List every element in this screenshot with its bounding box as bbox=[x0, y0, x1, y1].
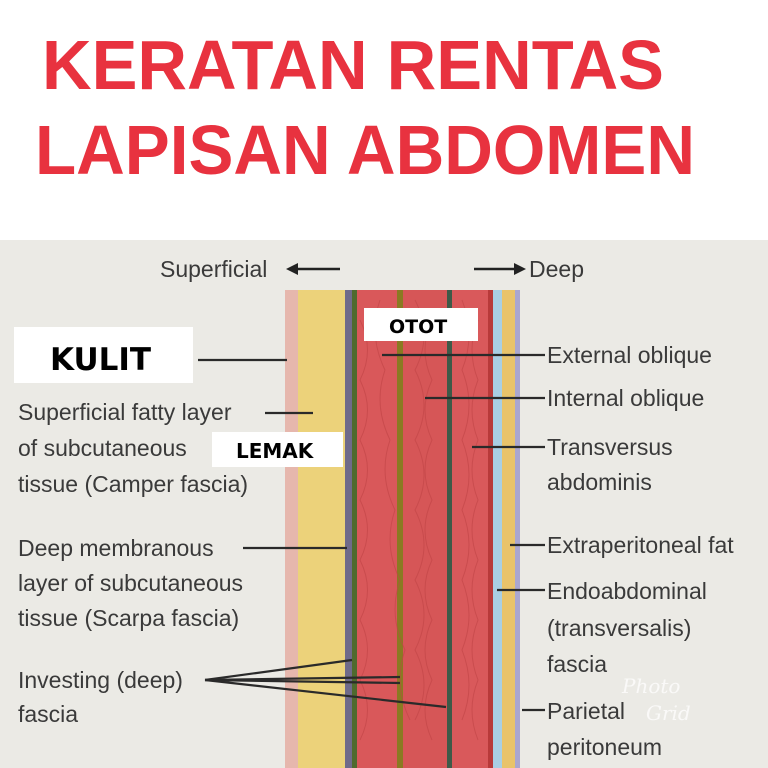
arrow-right-icon bbox=[474, 263, 526, 275]
svg-text:Grid: Grid bbox=[646, 701, 691, 725]
muscle-tag-box bbox=[364, 308, 478, 341]
superficial-label: Superficial bbox=[160, 256, 267, 282]
skin-tag: KULIT bbox=[50, 342, 151, 378]
endoabdominal-label-2: (transversalis) bbox=[547, 615, 691, 641]
title-line-1: KERATAN RENTAS bbox=[42, 26, 664, 104]
fatty-layer-label-3: tissue (Camper fascia) bbox=[18, 471, 248, 497]
transversus-label-1: Transversus bbox=[547, 434, 673, 460]
endoabdominal-label-1: Endoabdominal bbox=[547, 578, 707, 604]
investing-label-1: Investing (deep) bbox=[18, 667, 183, 693]
muscle-edge bbox=[488, 290, 493, 768]
deep-label: Deep bbox=[529, 256, 584, 282]
fascia-line bbox=[447, 290, 452, 768]
fat-tag: LEMAK bbox=[236, 439, 315, 463]
fascia-line bbox=[397, 290, 403, 768]
membranous-label-2: layer of subcutaneous bbox=[18, 570, 243, 596]
muscle-tag: OTOT bbox=[389, 316, 447, 338]
membranous-label-3: tissue (Scarpa fascia) bbox=[18, 605, 239, 631]
extraperitoneal-fat bbox=[502, 290, 515, 768]
parietal-peritoneum bbox=[515, 290, 520, 768]
transversalis-fascia bbox=[493, 290, 502, 768]
photogrid-watermark: Photo Grid bbox=[621, 674, 691, 725]
internal-oblique-label: Internal oblique bbox=[547, 385, 704, 411]
tissue-layers bbox=[285, 290, 520, 768]
membranous-label-1: Deep membranous bbox=[18, 535, 214, 561]
investing-label-2: fascia bbox=[18, 701, 78, 727]
title-background bbox=[0, 0, 768, 240]
arrow-left-icon bbox=[286, 263, 340, 275]
parietal-label-2: peritoneum bbox=[547, 734, 662, 760]
extraperitoneal-label: Extraperitoneal fat bbox=[547, 532, 734, 558]
fat-tag-box bbox=[212, 432, 343, 467]
investing-fascia bbox=[352, 290, 357, 768]
svg-text:Photo: Photo bbox=[621, 674, 680, 698]
membranous-layer bbox=[345, 290, 352, 768]
skin-tag-box bbox=[14, 327, 193, 383]
fatty-layer-label-2: of subcutaneous bbox=[18, 435, 187, 461]
endoabdominal-label-3: fascia bbox=[547, 651, 607, 677]
parietal-label-1: Parietal bbox=[547, 698, 625, 724]
transversus-layer bbox=[452, 290, 488, 768]
external-oblique-label: External oblique bbox=[547, 342, 712, 368]
fatty-layer bbox=[298, 290, 345, 768]
title-line-2: LAPISAN ABDOMEN bbox=[35, 111, 695, 189]
leader-lines bbox=[198, 353, 545, 712]
fatty-layer-label-1: Superficial fatty layer bbox=[18, 399, 232, 425]
skin-layer bbox=[285, 290, 298, 768]
transversus-label-2: abdominis bbox=[547, 469, 652, 495]
